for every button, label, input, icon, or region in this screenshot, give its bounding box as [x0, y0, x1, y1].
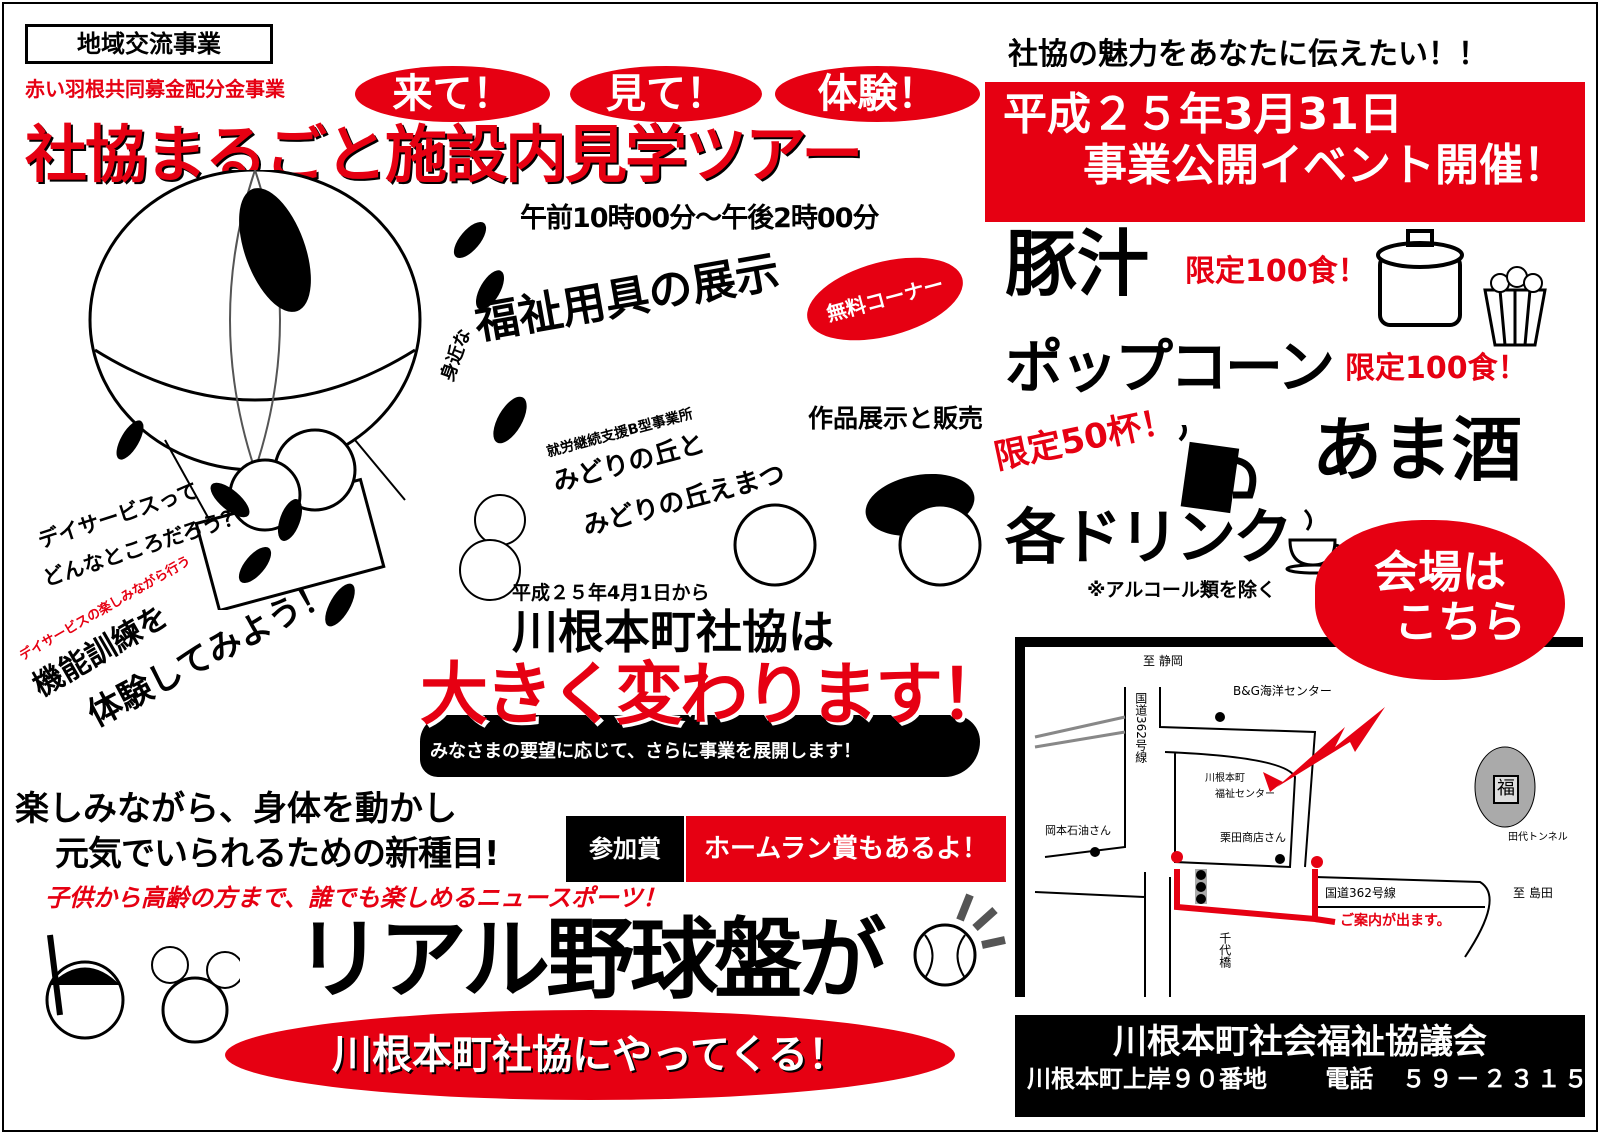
- change-headline: 大きく変わります！: [420, 656, 1008, 735]
- mug-icon: [1178, 425, 1257, 514]
- venue-line-1: 会場は: [1374, 547, 1506, 598]
- map-bg-center: B&G海洋センター: [1233, 684, 1332, 698]
- tonjiru-limit: 限定100食！: [1185, 254, 1368, 289]
- map-roads: [1034, 687, 1536, 997]
- owl-badge: 福: [1493, 775, 1519, 804]
- access-map: 至 静岡 国道362号線 B&G海洋センター 川根本町 福祉センター 岡本石油さ…: [1015, 637, 1583, 997]
- funding-label: 赤い羽根共同募金配分金事業: [25, 77, 285, 101]
- change-band: [420, 715, 980, 777]
- baseball-arrives-oval: 川根本町社協にやってくる！: [225, 1010, 955, 1100]
- change-sub: みなさまの要望に応じて、さらに事業を展開します！: [430, 741, 862, 762]
- popcorn-limit: 限定100食！: [1345, 351, 1528, 386]
- map-okamoto: 岡本石油さん: [1045, 824, 1111, 837]
- popcorn: ポップコーン: [1005, 333, 1335, 401]
- map-route-horizontal: 国道362号線: [1325, 886, 1396, 900]
- oval-see: 見て！: [570, 66, 762, 122]
- footer-box: 川根本町社会福祉協議会 川根本町上岸９０番地 電話 ５９－２３１５: [1015, 1015, 1588, 1117]
- map-route-vertical: 国道362号線: [1133, 692, 1148, 763]
- baseball-line-1: 楽しみながら、身体を動かし: [15, 789, 457, 829]
- drinks-note: ※アルコール類を除く: [1087, 579, 1276, 601]
- change-org: 川根本町社協は: [512, 605, 834, 659]
- change-date: 平成２５年4月1日から: [512, 582, 710, 604]
- venue-cloud: 会場は こちら: [1315, 520, 1565, 680]
- map-to-shizuoka: 至 静岡: [1143, 654, 1183, 668]
- event-name: 事業公開イベント開催！: [1083, 139, 1567, 191]
- category-box: 地域交流事業: [25, 24, 273, 64]
- event-date: 平成２５年3月31日: [1003, 89, 1403, 140]
- map-to-shimada: 至 島田: [1513, 886, 1553, 900]
- footer-phone-label: 電話: [1325, 1065, 1374, 1094]
- feather-icon: [239, 188, 311, 312]
- baseball-icon: [913, 893, 1006, 987]
- oval-experience: 体験！: [775, 66, 980, 122]
- baseball-players-illustration: [45, 934, 240, 1044]
- map-center-1: 川根本町: [1205, 773, 1245, 784]
- tonjiru: 豚汁: [1005, 222, 1150, 306]
- popcorn-icon: [1483, 266, 1547, 347]
- baseball-headline: リアル野球盤が: [295, 908, 886, 1011]
- footer-address: 川根本町上岸９０番地: [1027, 1065, 1267, 1094]
- main-title: 社協まるごと施設内見学ツアー: [25, 118, 863, 191]
- map-center-2: 福祉センター: [1215, 789, 1275, 800]
- footer-contact: 川根本町上岸９０番地 電話 ５９－２３１５: [1015, 1065, 1588, 1094]
- drinks: 各ドリンク: [1005, 503, 1293, 573]
- map-tashiro: 田代トンネル: [1508, 832, 1568, 843]
- map-bridge: 千代橋: [1217, 932, 1232, 968]
- prize-homerun: ホームラン賞もあるよ！: [686, 816, 1006, 882]
- footer-org: 川根本町社会福祉協議会: [1113, 1022, 1487, 1062]
- map-kurita: 栗田商店さん: [1220, 831, 1286, 844]
- event-time: 午前10時00分～午後2時00分: [520, 203, 880, 234]
- footer-phone: ５９－２３１５: [1401, 1065, 1591, 1094]
- workshop-sale: 作品展示と販売: [808, 404, 984, 433]
- event-tagline: 社協の魅力をあなたに伝えたい！！: [1008, 37, 1488, 72]
- event-date-box: 平成２５年3月31日 事業公開イベント開催！: [985, 82, 1585, 222]
- amazake: あま酒: [1312, 409, 1522, 491]
- baseball-target: 子供から高齢の方まで、誰でも楽しめるニュースポーツ！: [45, 884, 667, 912]
- map-guide: ご案内が出ます。: [1340, 913, 1451, 929]
- oval-come: 来て！: [355, 66, 550, 122]
- pot-icon: [1376, 229, 1464, 327]
- venue-line-2: こちら: [1394, 597, 1526, 648]
- prize-participation: 参加賞: [566, 816, 684, 882]
- baseball-line-2: 元気でいられるための新種目!: [55, 834, 500, 874]
- characters-illustration: [459, 494, 982, 601]
